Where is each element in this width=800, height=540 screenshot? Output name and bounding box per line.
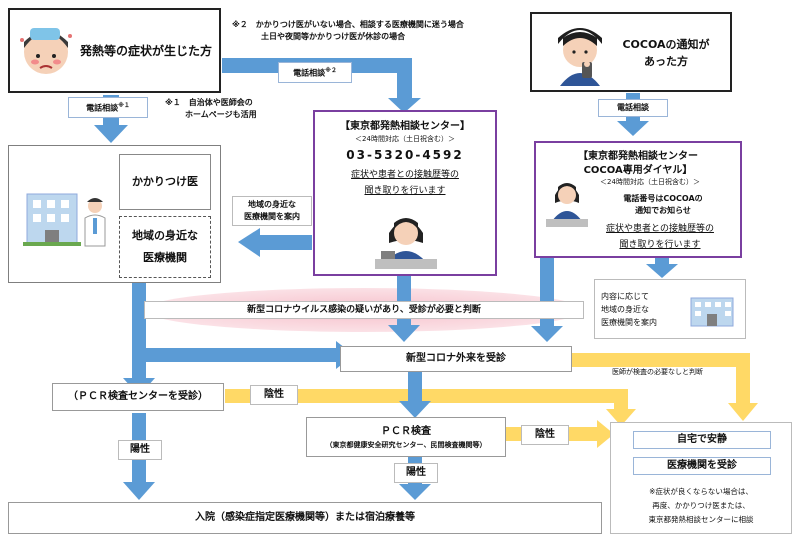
cocoa-box: COCOAの通知が あった方	[530, 12, 732, 92]
cocoa-center-num-2: 通知でお知らせ	[635, 206, 691, 215]
home-note: ※症状が良くならない場合は、 再度、かかりつけ医または、 東京都発熱相談センター…	[611, 485, 791, 527]
fever-center-desc-2: 聞き取りを行います	[364, 186, 446, 196]
cocoa-text-line-1: COCOAの通知が	[622, 38, 710, 51]
note-2-line-2: 土日や夜間等かかりつけ医が休診の場合	[261, 32, 406, 41]
local-clinic-box: 地域の身近な 医療機関	[119, 216, 211, 278]
phone-consult-label-2: 電話相談※２	[278, 62, 352, 83]
referral-guide-line-2: 医療機関を案内	[244, 212, 300, 221]
cocoa-referral-text: 内容に応じて 地域の身近な 医療機関を案内	[601, 290, 657, 329]
home-note-line-2: 再度、かかりつけ医または、	[652, 501, 750, 510]
sick-person-icon	[20, 28, 72, 74]
phone-consult-label-2-sup: ※２	[325, 67, 337, 74]
cocoa-center-title-2: COCOA専用ダイヤル】	[583, 165, 693, 176]
visit-clinic-box: 医療機関を受診	[633, 457, 771, 475]
note-1: ※１ 自治体や医師会の ホームページも活用	[165, 97, 257, 121]
operator-icon	[375, 218, 437, 269]
referral-guide-line-1: 地域の身近な	[248, 200, 296, 209]
phone-consult-label-1: 電話相談※１	[68, 97, 148, 118]
cocoa-center-num-1: 電話番号はCOCOAの	[623, 194, 703, 203]
pcr-center-box: （ＰＣＲ検査センターを受診）	[52, 383, 224, 411]
phone-consult-label-1-sup: ※１	[118, 102, 130, 109]
pcr-test-title: ＰＣＲ検査	[381, 426, 431, 437]
hospital-building-icon	[23, 193, 106, 247]
cocoa-referral-line-1: 内容に応じて	[601, 292, 649, 301]
symptom-text: 発熱等の症状が生じた方	[80, 44, 213, 58]
pcr-test-box: ＰＣＲ検査 （東京都健康安全研究センター、民間検査機関等）	[306, 417, 506, 457]
cocoa-text: COCOAの通知が あった方	[618, 36, 714, 70]
positive-label-2: 陽性	[394, 463, 438, 483]
fever-center-desc-1: 症状や患者との接触歴等の	[351, 170, 459, 180]
hospital-box: 入院（感染症指定医療機関等）または宿泊療養等	[8, 502, 602, 534]
fever-center-title: 【東京都発熱相談センター】	[340, 121, 470, 132]
cocoa-referral-line-2: 地域の身近な	[601, 305, 649, 314]
note-2: ※２ かかりつけ医がいない場合、相談する医療機関に迷う場合 土日や夜間等かかりつ…	[232, 19, 464, 43]
cocoa-text-line-2: あった方	[644, 55, 688, 68]
cocoa-center-box: 【東京都発熱相談センター COCOA専用ダイヤル】 ＜24時間対応（土日祝含む）…	[534, 141, 742, 258]
kakaritsuke-box: かかりつけ医	[119, 154, 211, 210]
home-rest-box: 自宅で安静	[633, 431, 771, 449]
fever-center-box: 【東京都発熱相談センター】 ＜24時間対応（土日祝含む）＞ 03-5320-45…	[313, 110, 497, 276]
home-note-line-3: 東京都発熱相談センターに相談	[648, 515, 754, 524]
cocoa-center-desc-2: 聞き取りを行います	[619, 240, 701, 250]
clinic-box: かかりつけ医 地域の身近な 医療機関	[8, 145, 221, 283]
symptom-box: 発熱等の症状が生じた方	[8, 8, 221, 93]
fever-center-hours: ＜24時間対応（土日祝含む）＞	[355, 135, 455, 143]
result-box: 自宅で安静 医療機関を受診 ※症状が良くならない場合は、 再度、かかりつけ医また…	[610, 422, 792, 534]
suspicion-label: 新型コロナウイルス感染の疑いがあり、受診が必要と判断	[144, 301, 584, 319]
cocoa-referral-box: 内容に応じて 地域の身近な 医療機関を案内	[594, 279, 746, 339]
small-hospital-icon	[690, 297, 734, 327]
positive-label-1: 陽性	[118, 440, 162, 460]
local-clinic-line-2: 医療機関	[143, 251, 187, 264]
negative-label-2: 陰性	[521, 425, 569, 445]
referral-guide-label: 地域の身近な 医療機関を案内	[232, 196, 312, 226]
fever-center-phone: 03-5320-4592	[346, 148, 464, 162]
cocoa-center-title-1: 【東京都発熱相談センター	[578, 151, 698, 162]
phone-person-icon	[558, 28, 602, 86]
cocoa-referral-line-3: 医療機関を案内	[601, 318, 657, 327]
cocoa-center-desc-1: 症状や患者との接触歴等の	[606, 224, 714, 234]
negative-label-1: 陰性	[250, 385, 298, 405]
phone-consult-label-1-text: 電話相談	[86, 103, 119, 113]
outpatient-box: 新型コロナ外来を受診	[340, 346, 572, 372]
phone-consult-label-3: 電話相談	[598, 99, 668, 117]
note-1-line-2: ホームページも活用	[185, 110, 257, 119]
operator-icon-2	[546, 183, 588, 227]
note-2-line-1: ※２ かかりつけ医がいない場合、相談する医療機関に迷う場合	[232, 20, 464, 29]
doctor-no-test-note: 医師が検査の必要なしと判断	[612, 368, 703, 376]
note-1-line-1: ※１ 自治体や医師会の	[165, 98, 253, 107]
cocoa-center-hours: ＜24時間対応（土日祝含む）＞	[600, 178, 700, 186]
phone-consult-label-3-text: 電話相談	[617, 103, 649, 112]
yellow-arrows	[225, 353, 758, 448]
local-clinic-line-1: 地域の身近な	[132, 229, 198, 242]
phone-consult-label-2-text: 電話相談	[293, 68, 326, 78]
pcr-test-sub: （東京都健康安全研究センター、民間検査機関等）	[325, 441, 487, 449]
home-note-line-1: ※症状が良くならない場合は、	[649, 487, 753, 496]
